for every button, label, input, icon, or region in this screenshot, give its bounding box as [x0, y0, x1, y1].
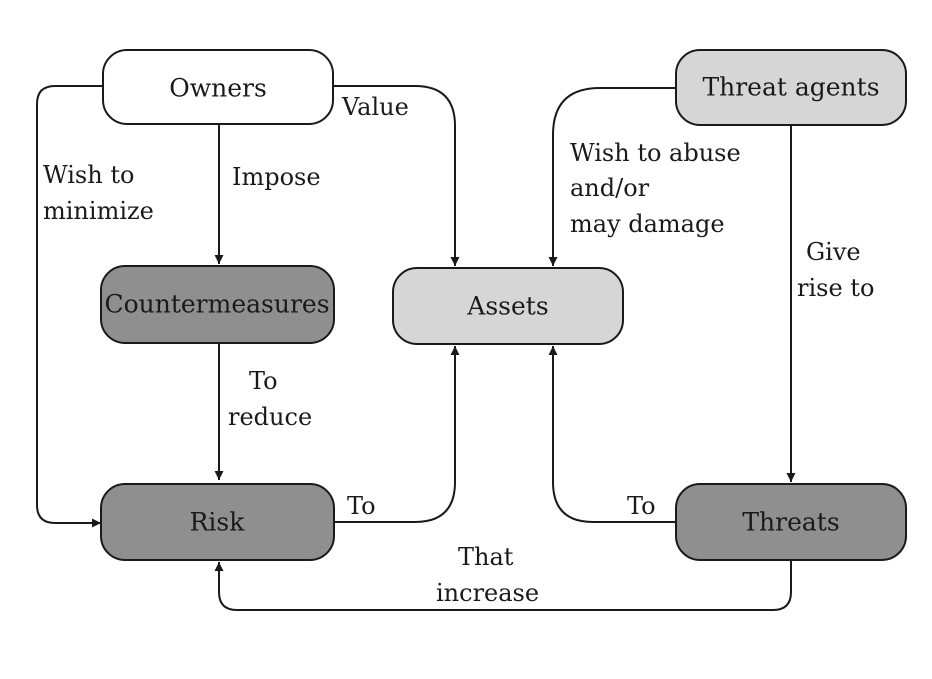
- edge-risk-to-assets: [334, 346, 460, 523]
- label-impose: Impose: [232, 163, 321, 191]
- label-risk-to-assets: To: [347, 492, 376, 520]
- edge-owners-minimize-risk: [36, 85, 103, 528]
- edge-threats-to-assets: [548, 346, 676, 523]
- label-wish-to-minimize: Wish to minimize: [43, 161, 154, 225]
- label-give-rise-to: Give rise to: [797, 238, 874, 302]
- node-risk: Risk: [100, 483, 335, 561]
- node-countermeasures: Countermeasures: [100, 265, 335, 344]
- node-threats-label: Threats: [742, 508, 839, 537]
- node-owners-label: Owners: [169, 74, 267, 103]
- node-countermeasures-label: Countermeasures: [104, 290, 329, 319]
- label-wish-to-abuse: Wish to abuse and/or may damage: [570, 139, 748, 238]
- label-to-reduce: To reduce: [228, 367, 312, 431]
- label-value: Value: [341, 93, 409, 121]
- node-assets-label: Assets: [466, 292, 548, 321]
- node-risk-label: Risk: [190, 508, 246, 537]
- edge-threatagents-abuse-assets: [548, 87, 676, 266]
- node-owners: Owners: [102, 49, 334, 125]
- edge-owners-value-assets: [333, 85, 460, 266]
- edge-threats-increase-risk: [214, 560, 792, 611]
- node-threat-agents-label: Threat agents: [702, 73, 879, 102]
- node-threat-agents: Threat agents: [675, 49, 907, 126]
- node-assets: Assets: [392, 267, 624, 345]
- label-that-increase: That increase: [436, 543, 539, 607]
- node-threats: Threats: [675, 483, 907, 561]
- label-threats-to-assets: To: [627, 492, 656, 520]
